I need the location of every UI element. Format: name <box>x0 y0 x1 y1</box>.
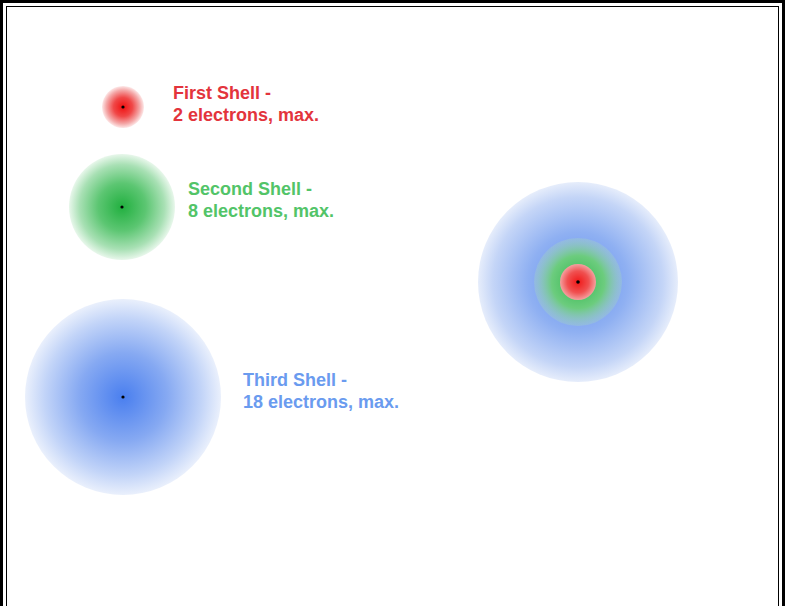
shell-label: First Shell -2 electrons, max. <box>173 82 319 126</box>
shell-capacity: 8 electrons, max. <box>188 200 334 222</box>
shell-name: Third Shell - <box>243 369 399 391</box>
shell-name: Second Shell - <box>188 178 334 200</box>
shell-circle <box>69 154 175 260</box>
shell-capacity: 2 electrons, max. <box>173 104 319 126</box>
shell-label: Third Shell -18 electrons, max. <box>243 369 399 413</box>
shell-circle <box>25 299 221 495</box>
shell-node: First Shell -2 electrons, max. <box>102 86 144 128</box>
shell-label: Second Shell -8 electrons, max. <box>188 178 334 222</box>
shell-node: Second Shell -8 electrons, max. <box>69 154 175 260</box>
shell-capacity: 18 electrons, max. <box>243 391 399 413</box>
shell-name: First Shell - <box>173 82 319 104</box>
shell-node: Third Shell -18 electrons, max. <box>25 299 221 495</box>
shell-circle <box>102 86 144 128</box>
